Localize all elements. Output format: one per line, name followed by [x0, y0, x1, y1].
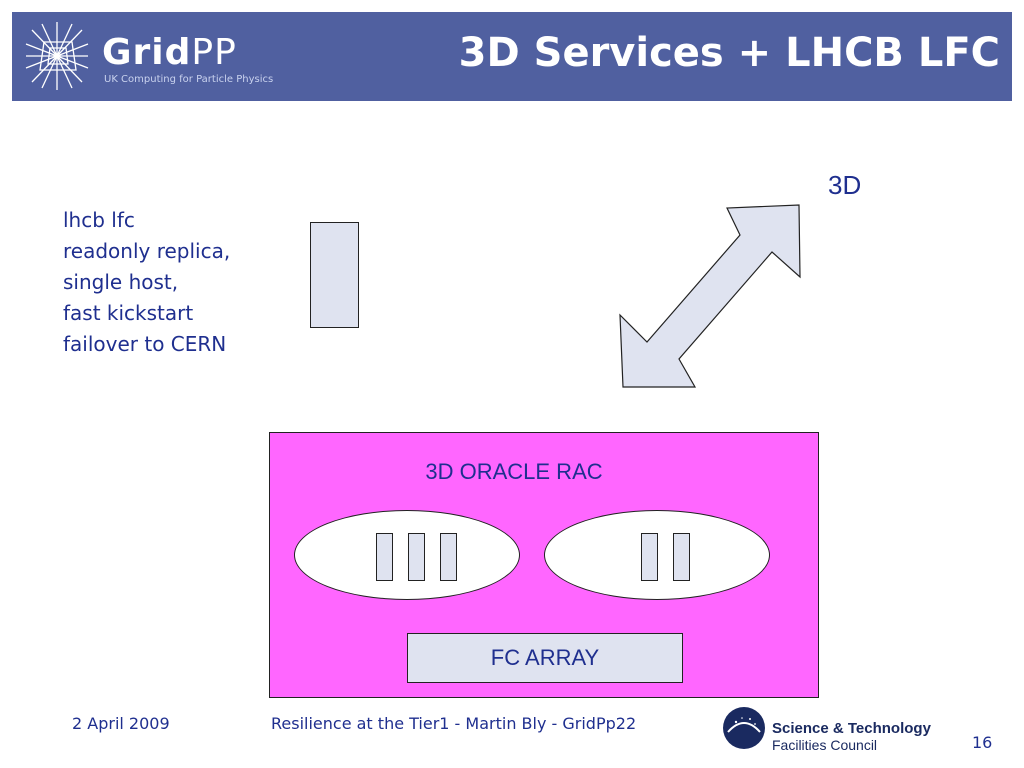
server-box	[641, 533, 658, 581]
label-3d: 3D	[828, 170, 862, 200]
server-box	[673, 533, 690, 581]
note-line: failover to CERN	[63, 332, 227, 356]
page-number: 16	[972, 733, 993, 752]
rac-node-right	[544, 510, 770, 600]
footer-date: 2 April 2009	[72, 714, 170, 733]
fc-array-box: FC ARRAY	[407, 633, 683, 683]
oracle-rac-box: 3D ORACLE RAC FC ARRAY	[269, 432, 819, 698]
org-name-line2: Facilities Council	[772, 737, 878, 753]
note-line: single host,	[63, 270, 179, 294]
org-name-line1: Science & Technology	[772, 720, 931, 737]
logo-wordmark: GridPP	[102, 32, 237, 73]
note-line: lhcb lfc	[63, 208, 135, 232]
double-arrow-icon	[619, 204, 801, 388]
header-bar: GridPP UK Computing for Particle Physics…	[12, 12, 1012, 101]
server-box	[408, 533, 425, 581]
rac-node-left	[294, 510, 520, 600]
note-line: readonly replica,	[63, 239, 231, 263]
footer-title: Resilience at the Tier1 - Martin Bly - G…	[271, 714, 637, 733]
server-box	[440, 533, 457, 581]
lfc-note: lhcb lfc readonly replica, single host, …	[63, 205, 230, 360]
lfc-host-box	[310, 222, 359, 328]
logo-tagline: UK Computing for Particle Physics	[104, 74, 274, 85]
server-box	[376, 533, 393, 581]
note-line: fast kickstart	[63, 301, 194, 325]
stfc-logo-icon	[723, 707, 765, 749]
rac-title: 3D ORACLE RAC	[425, 459, 603, 484]
slide-title: 3D Services + LHCB LFC	[458, 30, 1000, 76]
gridpp-logo-icon	[25, 22, 89, 90]
